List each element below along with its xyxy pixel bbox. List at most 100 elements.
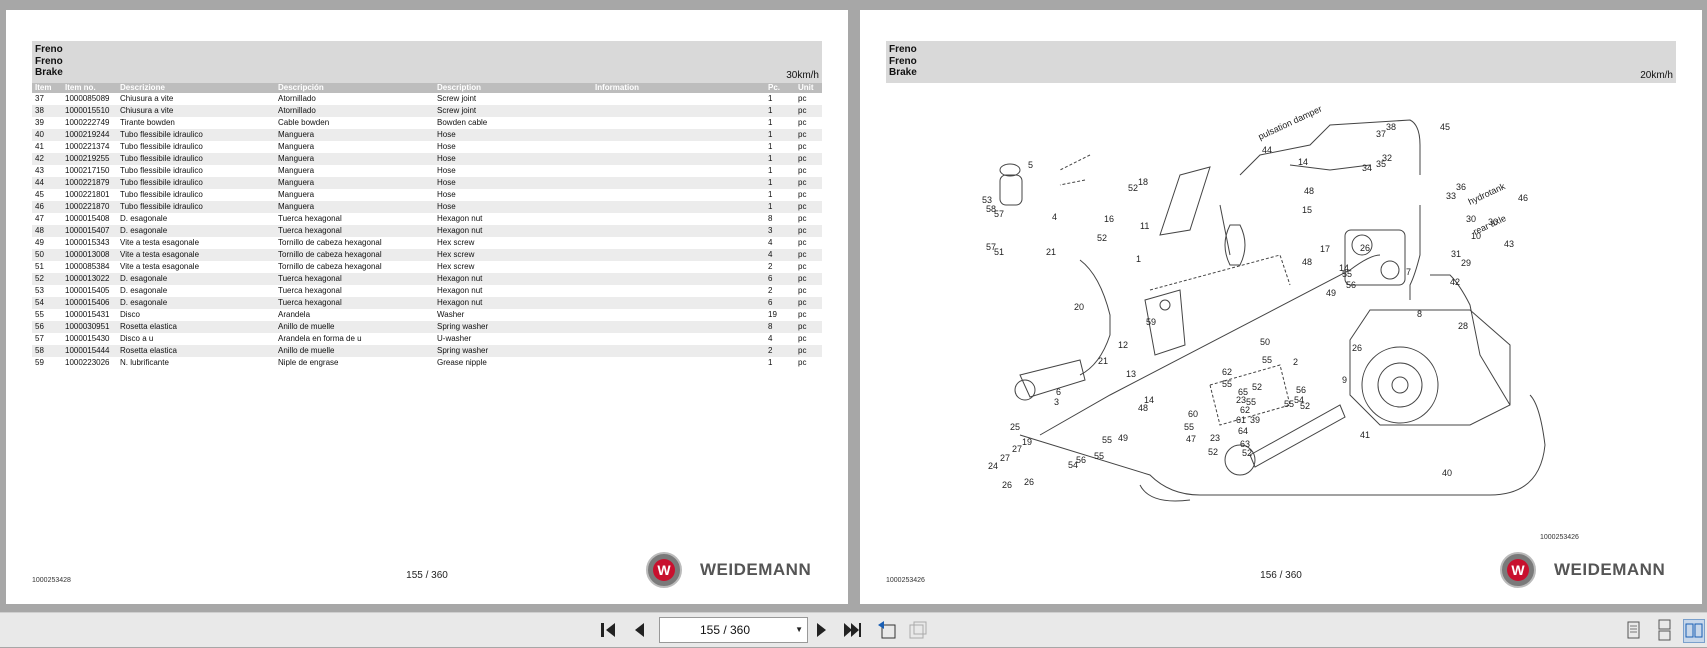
table-cell: Vite a testa esagonale [117, 249, 275, 261]
table-cell [592, 129, 765, 141]
callout-number: 55 [1262, 355, 1272, 365]
column-header: Descrizione [117, 83, 275, 93]
column-header: Unit [795, 83, 822, 93]
table-cell: 38 [32, 105, 62, 117]
table-cell: Hose [437, 142, 456, 151]
callout-number: 63 [1240, 439, 1250, 449]
page-number-field[interactable]: 155 / 360 ▼ [659, 617, 808, 643]
speed-label: 20km/h [1640, 70, 1673, 81]
back-view-icon [878, 621, 896, 639]
previous-page-icon [635, 623, 644, 637]
callout-number: 60 [1188, 409, 1198, 419]
last-page-icon [844, 623, 861, 637]
column-header: Description [434, 83, 592, 93]
table-cell: Tornillo de cabeza hexagonal [278, 262, 382, 271]
callout-number: 53 [982, 195, 992, 205]
previous-page-button[interactable] [629, 619, 651, 641]
table-cell: Tuerca hexagonal [278, 286, 342, 295]
table-cell: Atornillado [275, 105, 434, 117]
table-cell: Hose [434, 153, 592, 165]
callout-number: 21 [1046, 247, 1056, 257]
callout-number: 58 [986, 204, 996, 214]
table-cell: 1 [768, 358, 773, 367]
header-title-en: Brake [35, 67, 63, 78]
first-page-button[interactable] [598, 619, 620, 641]
callout-number: 52 [1097, 233, 1107, 243]
callout-number: 46 [1518, 193, 1528, 203]
table-cell: 52 [32, 273, 62, 285]
table-cell [592, 321, 765, 333]
table-cell: Hose [434, 177, 592, 189]
table-cell: Tornillo de cabeza hexagonal [275, 249, 434, 261]
last-page-button[interactable] [841, 619, 863, 641]
table-cell: Hexagon nut [437, 214, 483, 223]
table-cell: 57 [35, 334, 44, 343]
single-page-view-button[interactable] [1622, 619, 1644, 641]
table-cell: 1 [768, 118, 773, 127]
table-cell: 1000015343 [65, 238, 110, 247]
table-cell [592, 333, 765, 345]
column-header: Descripción [275, 83, 434, 93]
table-cell [592, 273, 765, 285]
callout-number: 57 [986, 242, 996, 252]
table-cell [592, 345, 765, 357]
table-cell: 1 [768, 142, 773, 151]
callout-number: 16 [1104, 214, 1114, 224]
table-cell: Screw joint [437, 94, 477, 103]
go-forward-view-button[interactable] [907, 619, 929, 641]
table-cell: Disco a u [120, 334, 154, 343]
brake-pedal-shape [1159, 166, 1211, 236]
logo-emblem-icon: W [646, 552, 682, 588]
table-cell: Tirante bowden [120, 118, 175, 127]
callout-number: 44 [1262, 145, 1272, 155]
table-cell: Vite a testa esagonale [120, 262, 200, 271]
chevron-down-icon[interactable]: ▼ [795, 625, 803, 634]
next-page-button[interactable] [810, 619, 832, 641]
table-cell: pc [798, 334, 807, 343]
table-cell: 39 [35, 118, 44, 127]
weidemann-logo: W WEIDEMANN [1500, 552, 1685, 588]
table-cell: D. esagonale [117, 297, 275, 309]
table-cell: Hex screw [434, 249, 592, 261]
table-cell [592, 225, 765, 237]
table-cell [592, 309, 765, 321]
table-cell: Spring washer [434, 321, 592, 333]
table-cell: 1000015408 [65, 214, 110, 223]
go-back-view-button[interactable] [876, 619, 898, 641]
table-cell [592, 117, 765, 129]
table-cell: 55 [35, 310, 44, 319]
logo-wordmark: WEIDEMANN [700, 560, 812, 579]
table-cell: pc [798, 286, 807, 295]
table-cell [592, 249, 765, 261]
right-page: Freno Freno Brake 20km/h [860, 10, 1702, 604]
table-cell: 2 [768, 262, 773, 271]
callout-number: 49 [1326, 288, 1336, 298]
continuous-view-button[interactable] [1653, 619, 1675, 641]
table-cell: Tubo flessibile idraulico [117, 177, 275, 189]
table-cell: Bowden cable [437, 118, 488, 127]
table-cell: Manguera [275, 129, 434, 141]
two-page-view-button[interactable] [1683, 619, 1705, 643]
page-number: 156 / 360 [1260, 570, 1302, 581]
table-cell [592, 165, 765, 177]
table-cell: 1 [765, 201, 795, 213]
table-cell: 1000221374 [65, 142, 110, 151]
table-cell: pc [798, 310, 807, 319]
table-cell: Arandela [278, 310, 311, 319]
table-cell: 4 [768, 334, 773, 343]
table-cell: Washer [437, 310, 465, 319]
table-cell: 2 [765, 345, 795, 357]
page-header: Freno Freno Brake 20km/h [886, 41, 1676, 83]
callout-number: 23 [1236, 395, 1246, 405]
table-cell: Manguera [278, 166, 315, 175]
callout-number: 14 [1144, 395, 1154, 405]
column-header: Item [32, 83, 62, 93]
table-cell: 1000219255 [62, 153, 117, 165]
table-cell: 59 [35, 358, 44, 367]
